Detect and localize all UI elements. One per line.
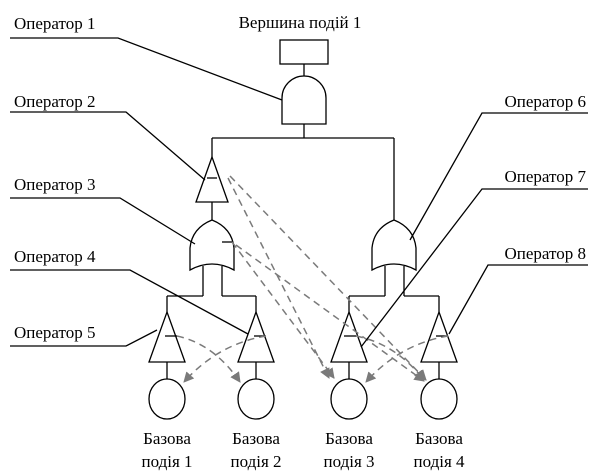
operator-4-label: Оператор 4 (14, 247, 96, 266)
transfer-arrows (176, 175, 449, 383)
basic-event-2-label-line2: подія 2 (230, 452, 281, 471)
basic-event-1-label-line1: Базова (143, 429, 191, 448)
operator-4-triangle (237, 310, 275, 363)
basic-event-3-label-line1: Базова (325, 429, 373, 448)
leader-lines (10, 37, 588, 348)
basic-event-2-circle (237, 378, 275, 420)
basic-event-3-circle (330, 378, 368, 420)
basic-event-3-label-line2: подія 3 (323, 452, 374, 471)
operator-7-label: Оператор 7 (505, 167, 587, 186)
operator-6-label: Оператор 6 (505, 92, 586, 111)
basic-event-1-label-line2: подія 1 (141, 452, 192, 471)
operator-5-label: Оператор 5 (14, 323, 95, 342)
basic-event-4-circle (420, 378, 458, 420)
operator-3-label: Оператор 3 (14, 175, 95, 194)
basic-event-2-label-line1: Базова (232, 429, 280, 448)
operator-6-or-gate (371, 219, 417, 272)
operator-2-triangle (195, 155, 229, 203)
top-event-label: Вершина подій 1 (239, 13, 362, 32)
operator-8-triangle (420, 310, 458, 363)
operator-8-label: Оператор 8 (505, 244, 586, 263)
operator-2-label: Оператор 2 (14, 92, 95, 111)
top-event-box (279, 39, 329, 65)
operator-1-label: Оператор 1 (14, 14, 95, 33)
basic-event-4-label-line2: подія 4 (413, 452, 465, 471)
basic-event-1-circle (148, 378, 186, 420)
operator-3-or-gate (189, 219, 235, 272)
basic-event-4-label-line1: Базова (415, 429, 463, 448)
operator-1-and-gate (281, 75, 327, 125)
